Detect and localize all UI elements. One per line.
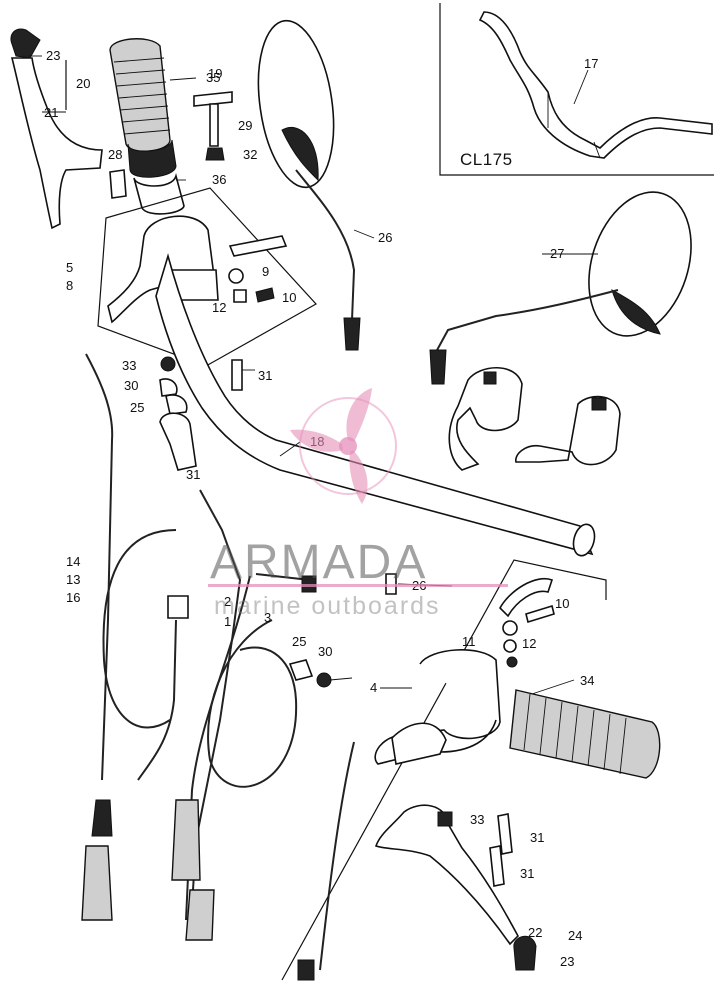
callout-13: 13 bbox=[66, 572, 80, 587]
callout-19: 19 bbox=[208, 66, 222, 81]
callout-12-left: 12 bbox=[212, 300, 226, 315]
left-switch-housing bbox=[97, 187, 317, 367]
left-grip bbox=[109, 38, 185, 215]
callout-32: 32 bbox=[243, 147, 257, 162]
callout-31-right-top: 31 bbox=[530, 830, 544, 845]
cables bbox=[81, 353, 317, 941]
callout-30-left: 30 bbox=[124, 378, 138, 393]
mirror-holders bbox=[448, 367, 621, 471]
callout-35: 35 bbox=[206, 70, 220, 85]
callout-11: 11 bbox=[462, 634, 476, 649]
handlebar bbox=[155, 253, 596, 557]
callout-2: 2 bbox=[224, 594, 231, 609]
callout-5: 5 bbox=[66, 260, 73, 275]
callout-27: 27 bbox=[550, 246, 564, 261]
right-grip bbox=[509, 689, 661, 779]
callout-24: 24 bbox=[568, 928, 582, 943]
callout-20: 20 bbox=[76, 76, 90, 91]
callout-4: 4 bbox=[370, 680, 377, 695]
callout-33-right: 33 bbox=[470, 812, 484, 827]
callout-3: 3 bbox=[264, 610, 271, 625]
right-mirror bbox=[429, 191, 692, 385]
left-lever-assembly bbox=[10, 28, 103, 230]
callout-25-mid: 25 bbox=[292, 634, 306, 649]
left-small-parts bbox=[228, 235, 288, 303]
callout-21: 21 bbox=[44, 105, 58, 120]
left-pivot-parts bbox=[159, 356, 243, 471]
lever-tip-23 bbox=[10, 28, 41, 59]
callout-25-left: 25 bbox=[130, 400, 144, 415]
armada-watermark: ARMADA marine outboards bbox=[208, 388, 508, 620]
right-lever-assembly bbox=[374, 804, 537, 971]
callout-14: 14 bbox=[66, 554, 80, 569]
mirror-bolt-group bbox=[109, 91, 233, 199]
callout-26: 26 bbox=[378, 230, 392, 245]
inset-handlebar bbox=[478, 11, 713, 159]
callout-23-right: 23 bbox=[560, 954, 574, 969]
callout-16: 16 bbox=[66, 590, 80, 605]
inset-panel: CL175 bbox=[439, 3, 714, 176]
watermark-brand: ARMADA bbox=[210, 536, 427, 589]
callout-12-right: 12 bbox=[522, 636, 536, 651]
callout-10-left: 10 bbox=[282, 290, 296, 305]
propeller-logo bbox=[290, 388, 397, 504]
watermark-tagline: marine outboards bbox=[214, 592, 441, 620]
grip-ribs bbox=[113, 57, 171, 135]
callout-33-left: 33 bbox=[122, 358, 136, 373]
callout-23: 23 bbox=[46, 48, 60, 63]
callout-31-right-bottom: 31 bbox=[520, 866, 534, 881]
left-mirror bbox=[257, 19, 361, 351]
right-switch-housing bbox=[281, 559, 607, 981]
callout-34: 34 bbox=[580, 673, 594, 688]
right-small-parts bbox=[499, 577, 555, 668]
right-grip-ribs bbox=[523, 693, 627, 775]
callout-31-mid: 31 bbox=[186, 467, 200, 482]
callout-17: 17 bbox=[584, 56, 598, 71]
callout-22: 22 bbox=[528, 925, 542, 940]
callout-31-left: 31 bbox=[258, 368, 272, 383]
inset-title: CL175 bbox=[460, 150, 513, 169]
callout-29: 29 bbox=[238, 118, 252, 133]
callout-8: 8 bbox=[66, 278, 73, 293]
callout-1: 1 bbox=[224, 614, 231, 629]
callout-9: 9 bbox=[262, 264, 269, 279]
callout-10-right: 10 bbox=[555, 596, 569, 611]
callout-28: 28 bbox=[108, 147, 122, 162]
callout-30-mid: 30 bbox=[318, 644, 332, 659]
lever-20 bbox=[10, 57, 103, 230]
callout-36: 36 bbox=[212, 172, 226, 187]
